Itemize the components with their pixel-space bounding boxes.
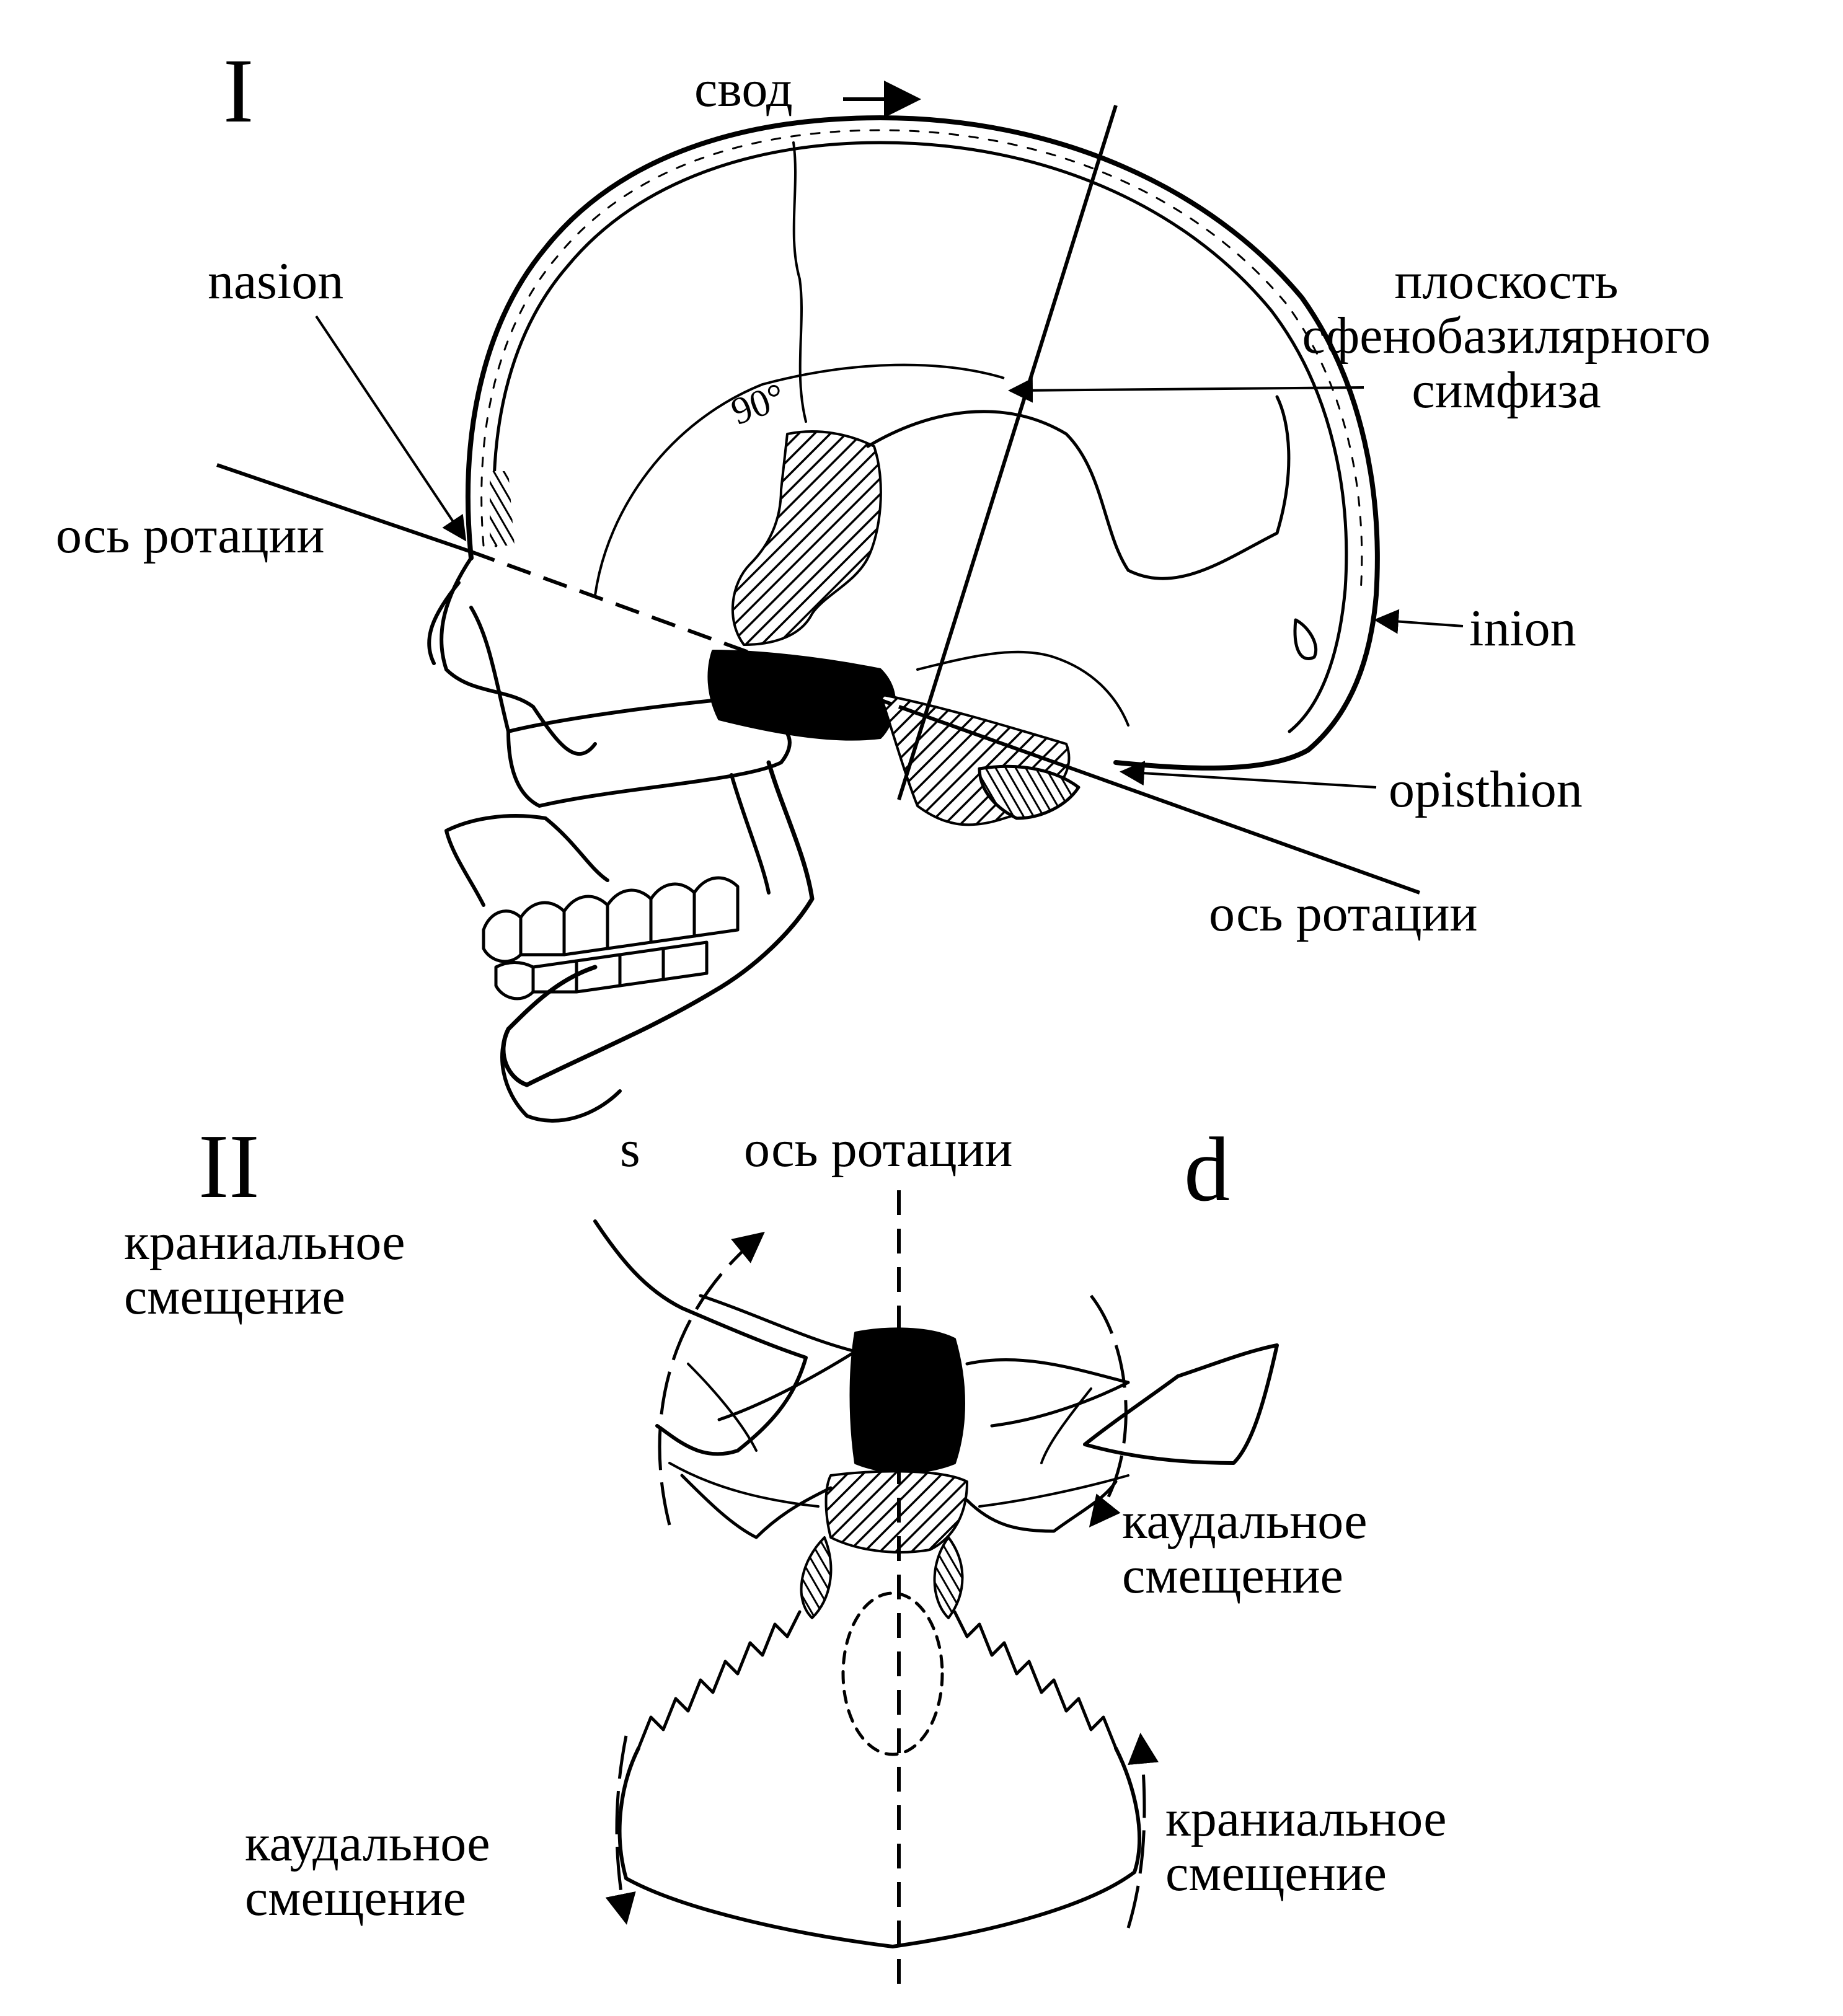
opisthion-label: opisthion: [1389, 761, 1583, 818]
cranial-shift-bottom-right-label: краниальное смещение: [1165, 1790, 1447, 1903]
occipital-suture-right: [953, 1610, 1118, 1750]
foramen-magnum: [841, 1591, 944, 1756]
sphenoid-superior-view: [593, 1219, 1279, 1948]
sphenobasilar-plane-line: [897, 105, 1118, 800]
arc-cranial-left: [658, 1231, 765, 1526]
coronal-suture: [792, 141, 807, 423]
sella-dark-right: [933, 1536, 964, 1619]
orbit: [440, 556, 597, 756]
caudal-shift-bottom-left-label: каудальное смещение: [245, 1816, 490, 1925]
panel-two-lines: [605, 1190, 1159, 1996]
temporal-squama: [866, 395, 1291, 580]
sphenobasilar-plane-line-1: плоскость: [1394, 252, 1619, 310]
mandible: [501, 760, 815, 1087]
skull-outer-contour: [466, 115, 1380, 771]
lesser-wing-right: [965, 1358, 1130, 1428]
caudal-shift-right-line-1: каудальное: [1122, 1492, 1368, 1550]
caudal-shift-bottom-left-line-1: каудальное: [245, 1815, 490, 1872]
skull-inner-contour: [492, 141, 1348, 733]
sphenobasilar-plane-line-2: сфенобазилярного: [1302, 307, 1711, 365]
vault-diploe: [480, 129, 1363, 593]
side-d-label: d: [1184, 1119, 1230, 1221]
caudal-shift-bottom-left-line-2: смещение: [245, 1869, 466, 1927]
rotation-axis-line-left: [216, 463, 472, 554]
cranial-shift-left-line-2: смещение: [124, 1268, 345, 1326]
greater-wing-right: [1083, 1343, 1279, 1465]
occipital-squama: [617, 1746, 1142, 1948]
mastoid: [978, 764, 1081, 820]
rotation-axis-top-label: ось ротации: [744, 1120, 1013, 1178]
rotation-axis-right-label: ось ротации: [1209, 885, 1478, 942]
inion-label: inion: [1469, 599, 1576, 657]
panel-two-label: II: [198, 1116, 260, 1218]
vault-label: свод: [694, 60, 793, 118]
panel-one-label: I: [223, 40, 254, 142]
right-angle-arc: [594, 363, 1005, 596]
panel-one-lines: [216, 81, 1464, 895]
side-s-label: s: [620, 1120, 640, 1178]
chin: [500, 1027, 622, 1123]
cranial-shift-left-line-1: краниальное: [124, 1213, 405, 1271]
caudal-shift-right-line-2: смещение: [1122, 1547, 1343, 1605]
maxilla: [444, 814, 609, 907]
cranial-shift-bottom-right-line-2: смещение: [1165, 1844, 1387, 1903]
inion-pointer: [1374, 609, 1464, 634]
mandible-ramus: [730, 773, 771, 895]
rotation-axis-line-right: [898, 705, 1421, 895]
frontal-sinus: [490, 471, 515, 546]
greater-wing-left: [593, 1219, 808, 1456]
teeth: [482, 876, 740, 1001]
opisthion-pointer: [1120, 761, 1377, 789]
cranial-shift-bottom-right-line-1: краниальное: [1165, 1790, 1447, 1847]
arc-caudal-bottom-left: [605, 1735, 636, 1925]
nasal-bone: [427, 581, 510, 733]
sphenobasilar-plane-label: плоскость сфенобазилярного симфиза: [1227, 254, 1785, 418]
sphenoid-base-dark: [707, 650, 896, 741]
arc-cranial-bottom-right: [1126, 1733, 1159, 1929]
sphenobasilar-plane-line-3: симфиза: [1412, 361, 1601, 420]
rotation-axis-left-label: ось ротации: [56, 506, 325, 564]
zygomatic-arch: [506, 699, 792, 808]
wing-inner-right: [978, 1387, 1129, 1508]
caudal-shift-right-label: каудальное смещение: [1122, 1492, 1368, 1605]
pterygoid-left: [680, 1474, 833, 1539]
occipital-suture-left: [637, 1610, 802, 1750]
nasion-pointer: [315, 315, 467, 542]
arc-caudal-right: [1089, 1294, 1128, 1527]
skull-lateral-view: [427, 115, 1380, 1123]
sphenobasilar-pointer: [1008, 378, 1364, 403]
sphenoid-basisphenoid: [824, 1470, 968, 1554]
inion-bump: [1293, 618, 1318, 660]
sphenoid-body-superior: [849, 1327, 965, 1474]
nasion-label: nasion: [208, 252, 344, 310]
sphenoid-body: [731, 430, 882, 646]
sella-dark-left: [800, 1536, 833, 1619]
cranial-shift-left-label: краниальное смещение: [124, 1213, 405, 1326]
temporal-inner: [916, 650, 1129, 727]
